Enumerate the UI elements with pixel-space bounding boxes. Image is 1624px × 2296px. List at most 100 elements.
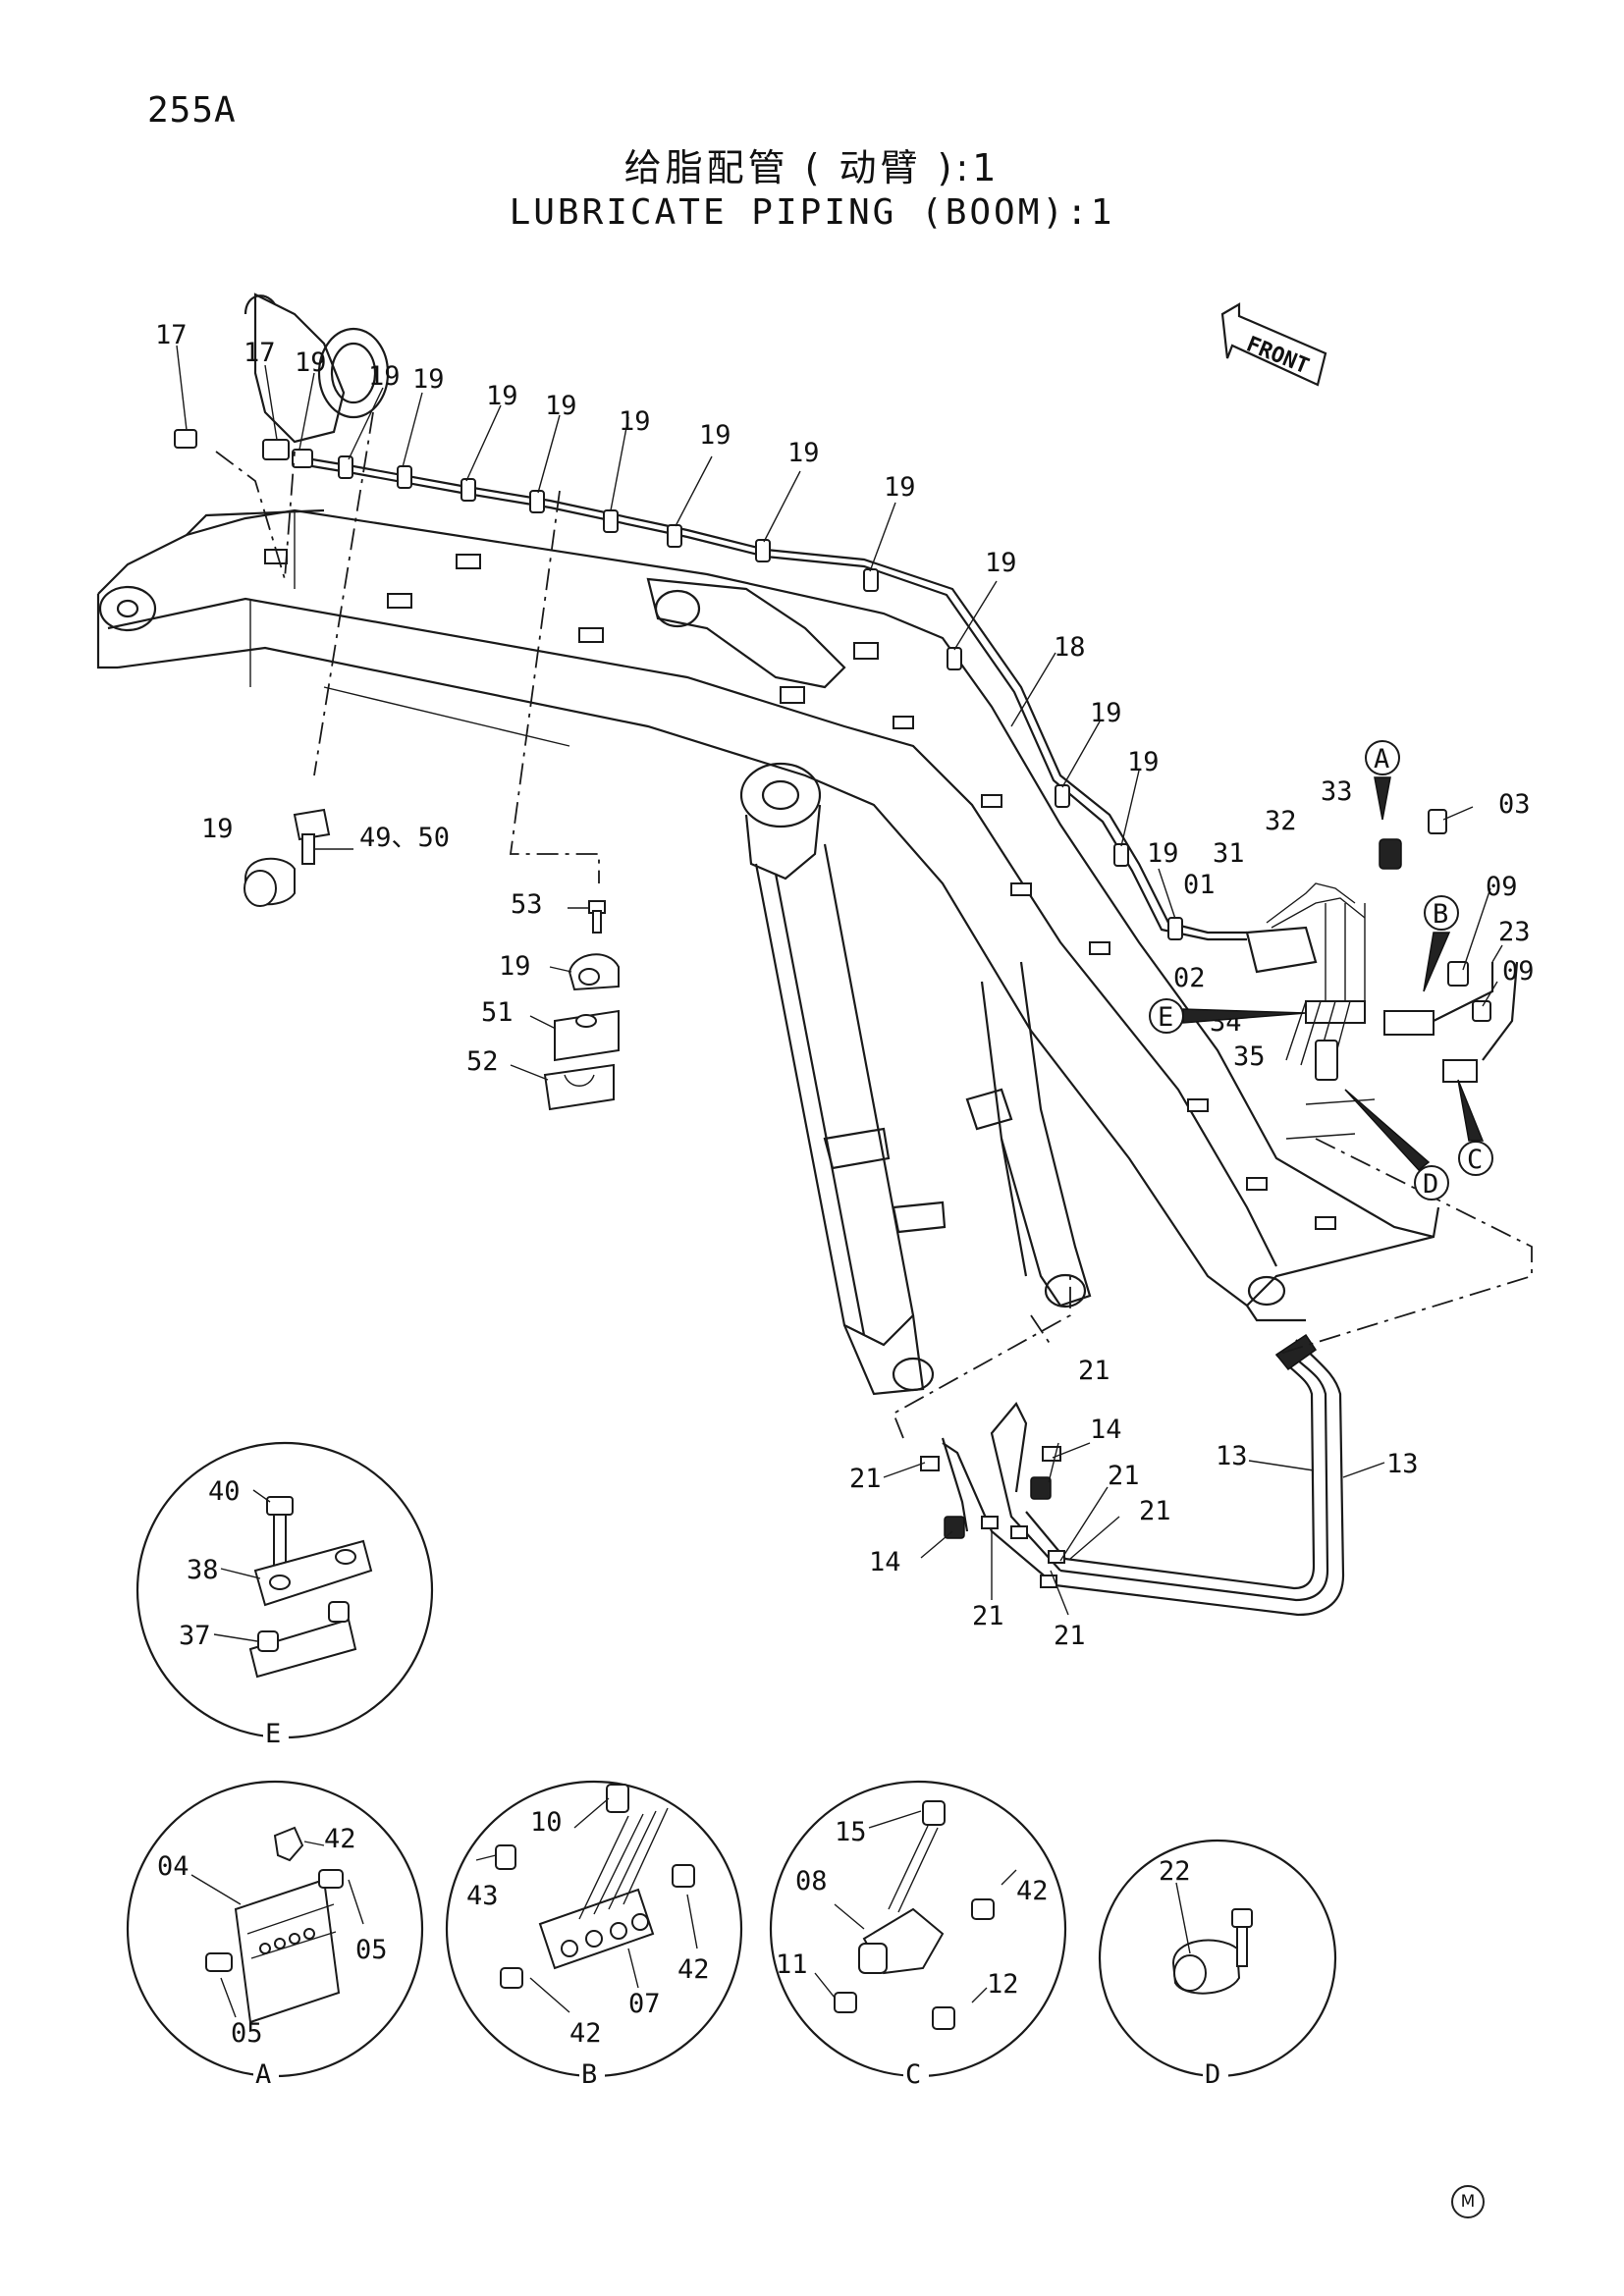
detail-view-d: 22 D [1098, 1839, 1337, 2090]
detail-b-part-42-right: 42 [677, 1954, 710, 1985]
callout-19-h: 19 [787, 438, 820, 468]
callout-09-a: 09 [1486, 872, 1518, 902]
callout-19-k: 19 [1090, 698, 1122, 728]
detail-view-a: 42 04 05 05 A [126, 1780, 424, 2090]
callout-21-d: 21 [1139, 1496, 1171, 1526]
callout-19-l: 19 [1127, 747, 1160, 777]
callout-49-50: 49、50 [359, 823, 450, 853]
callout-19-c: 19 [412, 364, 445, 395]
distribution-blocks [1245, 809, 1519, 1140]
callout-19-n: 19 [201, 814, 234, 844]
callout-14-b: 14 [869, 1547, 901, 1577]
fittings-17 [174, 429, 313, 468]
pipe-clamps [338, 455, 1183, 940]
svg-text:A: A [1374, 744, 1389, 774]
detail-b-part-07: 07 [628, 1989, 661, 2019]
front-direction-arrow: FRONT [1220, 302, 1327, 387]
detail-c-part-12: 12 [987, 1969, 1019, 2000]
view-marker-d: D [1344, 1089, 1449, 1201]
detail-b-part-10: 10 [530, 1807, 563, 1838]
detail-b-label: B [581, 2059, 597, 2090]
callout-19-f: 19 [619, 406, 651, 437]
detail-view-e: 40 38 37 E [135, 1441, 434, 1749]
callout-03: 03 [1498, 789, 1531, 820]
callout-19-b: 19 [368, 361, 401, 392]
hydraulic-cylinders [739, 762, 1092, 1396]
exploded-clamp-parts [244, 808, 620, 1111]
callout-32: 32 [1265, 806, 1297, 836]
detail-c-part-15: 15 [835, 1817, 867, 1847]
svg-text:E: E [1158, 1002, 1173, 1033]
title-english: LUBRICATE PIPING (BOOM):1 [509, 192, 1115, 233]
copyright-mark: M [1451, 2185, 1485, 2218]
callout-17-b: 17 [244, 338, 276, 368]
callout-19-m: 19 [1147, 838, 1179, 869]
callout-53: 53 [511, 889, 543, 920]
callout-17-a: 17 [155, 320, 188, 350]
callout-23: 23 [1498, 917, 1531, 947]
detail-a-part-42: 42 [324, 1824, 356, 1854]
callout-19-d: 19 [486, 381, 518, 411]
detail-a-part-04: 04 [157, 1851, 189, 1882]
callout-52: 52 [466, 1046, 499, 1077]
title-chinese: 给脂配管 ( 动臂 ):1 [623, 146, 1001, 189]
callout-19-g: 19 [699, 420, 731, 451]
detail-d-label: D [1205, 2059, 1220, 2090]
callout-19-j: 19 [985, 548, 1017, 578]
callout-35: 35 [1233, 1041, 1266, 1072]
callout-01: 01 [1183, 870, 1216, 900]
callout-labels: 17 17 19 19 19 19 19 19 19 19 19 19 18 1… [155, 320, 1535, 1651]
detail-e-label: E [265, 1719, 281, 1749]
callout-21-a: 21 [1078, 1356, 1110, 1386]
view-marker-c: C [1457, 1079, 1493, 1176]
lower-grease-hoses [920, 1333, 1345, 1617]
detail-e-part-40: 40 [208, 1476, 241, 1507]
dashed-reference-lines [215, 411, 1533, 1439]
page-number: 255A [147, 90, 237, 131]
callout-19-e: 19 [545, 391, 577, 421]
mounting-pads [264, 549, 1336, 1230]
callout-51: 51 [481, 997, 514, 1028]
callout-19-a: 19 [295, 347, 327, 378]
detail-c-part-42: 42 [1016, 1876, 1049, 1906]
boom-structure [96, 293, 1440, 1322]
callout-33: 33 [1321, 776, 1353, 807]
svg-text:D: D [1423, 1169, 1438, 1200]
callout-21-b: 21 [849, 1464, 882, 1494]
callout-13-b: 13 [1386, 1449, 1419, 1479]
svg-text:B: B [1433, 899, 1448, 930]
detail-b-part-42-bottom: 42 [569, 2018, 602, 2049]
lubrication-pipe-18 [294, 454, 1247, 941]
detail-c-part-11: 11 [776, 1949, 808, 1980]
callout-09-b: 09 [1502, 956, 1535, 987]
view-marker-e: E [1149, 998, 1307, 1034]
svg-text:C: C [1467, 1145, 1483, 1175]
detail-a-label: A [255, 2059, 271, 2090]
detail-view-b: 10 43 42 42 07 B [445, 1780, 743, 2090]
detail-a-part-05-bottom: 05 [231, 2018, 263, 2049]
callout-18: 18 [1054, 632, 1086, 663]
callout-19-o: 19 [499, 951, 531, 982]
view-marker-a: A [1365, 740, 1400, 821]
detail-view-c: 15 08 42 11 12 C [769, 1780, 1067, 2090]
detail-c-label: C [905, 2059, 921, 2090]
callout-21-f: 21 [1054, 1621, 1086, 1651]
callout-21-c: 21 [1108, 1461, 1140, 1491]
detail-b-part-43: 43 [466, 1881, 499, 1911]
callout-02: 02 [1173, 963, 1206, 993]
view-marker-b: B [1423, 895, 1459, 992]
detail-c-part-08: 08 [795, 1866, 828, 1896]
callout-21-e: 21 [972, 1601, 1004, 1631]
callout-31: 31 [1213, 838, 1245, 869]
detail-e-part-37: 37 [179, 1621, 211, 1651]
front-label: FRONT [1243, 332, 1313, 379]
callout-14-a: 14 [1090, 1415, 1122, 1445]
detail-d-part-22: 22 [1159, 1856, 1191, 1887]
detail-e-part-38: 38 [187, 1555, 219, 1585]
leader-lines [176, 345, 1503, 1616]
callout-13-a: 13 [1216, 1441, 1248, 1471]
detail-a-part-05-right: 05 [355, 1935, 388, 1965]
callout-19-i: 19 [884, 472, 916, 503]
